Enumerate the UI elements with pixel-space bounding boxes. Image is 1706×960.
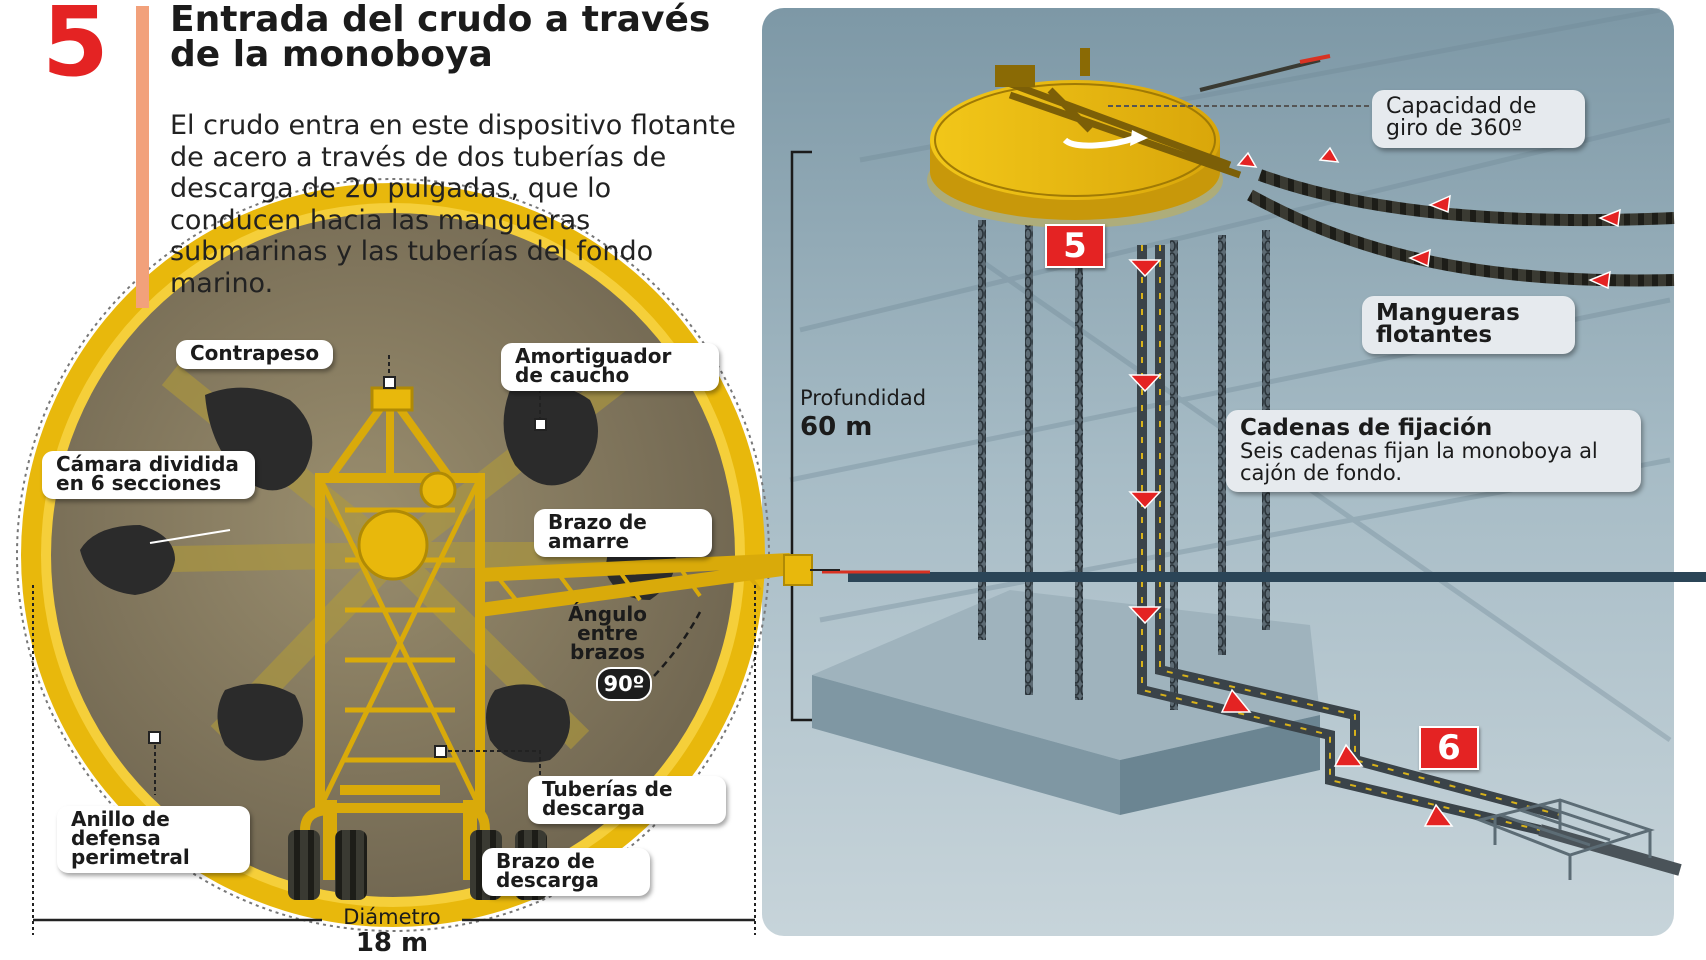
label-capacidad: Capacidad de giro de 360º (1372, 90, 1585, 148)
scene-3d (762, 7, 1682, 936)
seabed-caisson-left (812, 675, 1120, 815)
accent-rule (136, 6, 149, 308)
submarine-risers (1137, 245, 1682, 876)
seabed-caisson-right (1120, 715, 1320, 815)
marker-anillo (148, 731, 161, 744)
marker-tuberias (434, 745, 447, 758)
label-amortiguador: Amortiguador de caucho (501, 343, 719, 391)
label-angulo: Ángulo entre brazos (568, 602, 647, 664)
label-camara: Cámara dividida en 6 secciones (42, 451, 255, 499)
sea-surface-line (848, 572, 1706, 582)
cadenas-title: Cadenas de fijación (1240, 415, 1493, 441)
step-number: 5 (42, 0, 109, 98)
page-description: El crudo entra en este dispositivo flota… (170, 110, 736, 299)
depth-bracket (790, 150, 812, 722)
mooring-hawser (1199, 58, 1321, 92)
label-mangueras: Mangueras flotantes (1362, 296, 1575, 354)
callout-cadenas: Cadenas de fijación Seis cadenas fijan l… (1226, 410, 1641, 492)
label-anillo: Anillo de defensa perimetral (57, 806, 250, 873)
angle-value-badge: 90º (596, 667, 652, 701)
seabed-caisson-top (812, 590, 1320, 760)
label-brazo-descarga: Brazo de descarga (482, 848, 650, 896)
badge-step-5: 5 (1045, 224, 1105, 268)
label-profundidad: Profundidad (800, 386, 927, 410)
label-brazo-amarre: Brazo de amarre (534, 509, 712, 557)
label-contrapeso: Contrapeso (176, 340, 334, 369)
marker-amortiguador (534, 418, 547, 431)
profundidad-value: 60 m (800, 412, 873, 442)
marker-contrapeso (383, 376, 396, 389)
plem-manifold (1475, 798, 1655, 880)
badge-step-6: 6 (1419, 726, 1479, 770)
label-diametro: Diámetro (343, 905, 441, 929)
diametro-value: 18 m (355, 928, 429, 958)
label-tuberias: Tuberías de descarga (528, 776, 726, 824)
diameter-dimension (32, 585, 756, 935)
buoy-3d (927, 48, 1242, 228)
page-title: Entrada del crudo a través de la monoboy… (170, 0, 711, 75)
cadenas-text: Seis cadenas fijan la monoboya al cajón … (1240, 439, 1598, 485)
flow-arrows (1128, 146, 1621, 827)
